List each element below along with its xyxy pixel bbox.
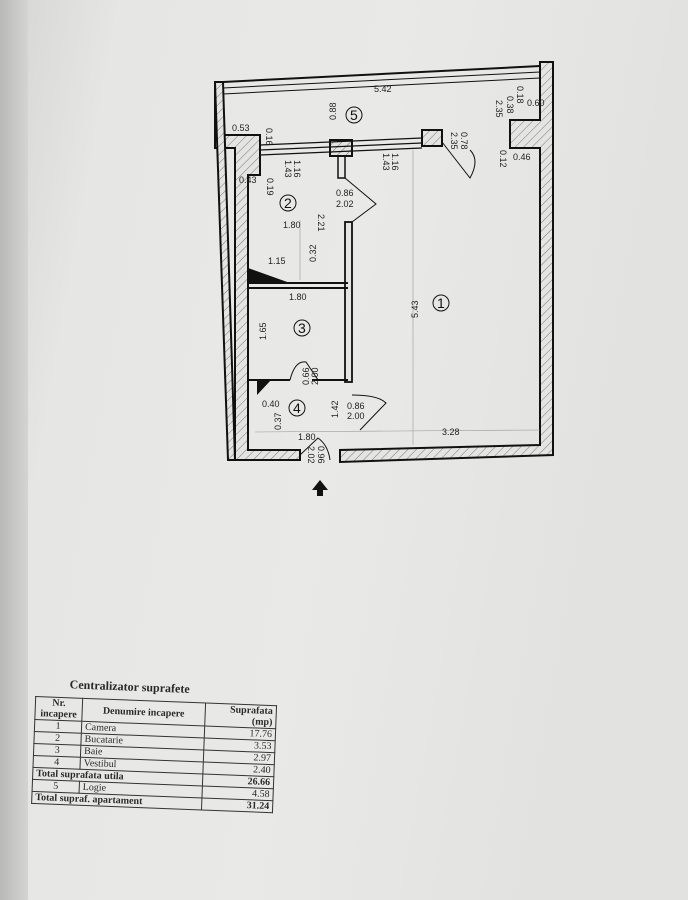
svg-text:0.60: 0.60 [527,98,545,108]
svg-text:5.42: 5.42 [374,84,392,94]
svg-text:2.35: 2.35 [449,132,459,150]
door-bath [289,361,319,381]
svg-text:0.53: 0.53 [232,123,250,133]
svg-text:1.80: 1.80 [298,432,316,442]
svg-text:5.43: 5.43 [410,300,420,318]
pillar-right [421,129,443,147]
svg-text:1.80: 1.80 [283,220,301,230]
svg-text:0.16: 0.16 [264,128,274,146]
svg-text:0.12: 0.12 [498,150,508,168]
room-2-label: 2 [284,195,292,211]
svg-text:2.00: 2.00 [347,411,365,421]
svg-text:0.32: 0.32 [308,244,318,262]
room-3-label: 3 [298,320,306,336]
cabinet-fill [248,268,290,283]
door-entry [299,437,331,461]
wall-right [339,61,554,464]
room-5-label: 5 [350,107,358,123]
door-balcony [441,141,476,179]
svg-text:0.38: 0.38 [505,96,515,114]
window-wall [259,137,423,146]
door-kitchen [344,177,377,223]
svg-text:2.35: 2.35 [494,100,504,118]
svg-text:2.00: 2.00 [310,367,320,385]
room-1-label: 1 [437,295,445,311]
svg-text:0.96: 0.96 [316,446,326,464]
svg-text:0.66: 0.66 [301,367,311,385]
svg-text:2.21: 2.21 [316,214,326,232]
surface-summary: Centralizator suprafete Nr. incapere Den… [31,676,286,814]
svg-text:0.78: 0.78 [459,132,469,150]
svg-text:2.02: 2.02 [306,446,316,464]
dimension-labels: 5.42 0.88 0.53 0.16 1.16 1.43 1.16 1.43 … [232,84,545,464]
svg-text:1.16: 1.16 [292,160,302,178]
svg-text:1.43: 1.43 [381,153,391,171]
svg-text:0.40: 0.40 [262,399,280,409]
svg-text:0.19: 0.19 [265,178,275,196]
door-room [351,394,387,431]
svg-text:0.86: 0.86 [347,401,365,411]
room-4-label: 4 [293,400,301,416]
svg-text:1.43: 1.43 [283,160,293,178]
svg-text:3.28: 3.28 [442,427,460,437]
partition [344,221,353,383]
svg-text:0.46: 0.46 [513,152,531,162]
balcony-rail [222,65,541,83]
surface-table: Nr. incapere Denumire incapere Suprafata… [31,696,277,813]
svg-text:1.42: 1.42 [330,400,340,418]
svg-text:1.16: 1.16 [390,153,400,171]
svg-text:0.88: 0.88 [328,102,338,120]
paper-edge [0,0,28,900]
svg-text:1.80: 1.80 [289,292,307,302]
svg-text:0.18: 0.18 [515,86,525,104]
svg-text:1.15: 1.15 [268,256,286,266]
svg-text:1.65: 1.65 [258,322,268,340]
svg-text:0.86: 0.86 [336,188,354,198]
wall-left-outer [213,81,237,461]
shaft-fill [257,380,271,395]
entrance-arrow-icon [312,480,328,496]
svg-text:0.43: 0.43 [239,175,257,185]
svg-text:2.02: 2.02 [336,199,354,209]
svg-text:0.37: 0.37 [273,412,283,430]
